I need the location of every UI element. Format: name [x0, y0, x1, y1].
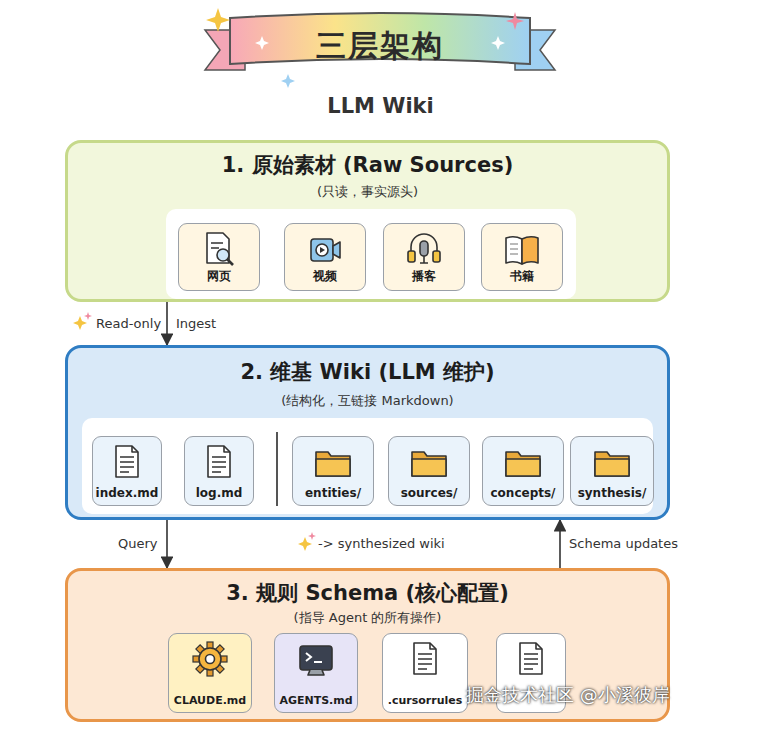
card-label: synthesis/ [571, 486, 653, 500]
card-label: entities/ [293, 486, 373, 500]
card-label: 网页 [179, 268, 259, 285]
doc-icon [107, 442, 147, 482]
folder-icon [313, 442, 353, 482]
layer-arrow [166, 302, 168, 345]
item-card: log.md [184, 436, 254, 506]
layer-band: 1. 原始素材 (Raw Sources) (只读，事实源头) 网页 视频 播客 书籍 [65, 140, 670, 302]
edge-label: Schema updates [569, 536, 678, 551]
video-icon [305, 229, 345, 269]
folder-icon [503, 442, 543, 482]
divider-line [276, 432, 278, 506]
item-card: 书籍 [481, 223, 563, 291]
doc-icon [405, 639, 445, 679]
item-card: .cursorrules [382, 633, 468, 713]
item-card: CLAUDE.md [168, 633, 252, 713]
item-card: sources/ [388, 436, 470, 506]
card-label: concepts/ [483, 486, 563, 500]
card-label: sources/ [389, 486, 469, 500]
folder-icon [592, 442, 632, 482]
doc-icon [199, 442, 239, 482]
card-label: index.md [93, 486, 161, 500]
edge-label: Ingest [176, 316, 216, 331]
subtitle-text: LLM Wiki [0, 94, 761, 118]
layer-band: 2. 维基 Wiki (LLM 维护) (结构化，互链接 Markdown) ind… [65, 345, 670, 520]
item-card: index.md [92, 436, 162, 506]
note-text: -> synthesized wiki [318, 536, 445, 551]
layer-arrow [166, 520, 168, 568]
gear-icon [190, 639, 230, 679]
item-card: 视频 [284, 223, 366, 291]
title-ribbon [205, 13, 555, 70]
card-label: 播客 [384, 268, 464, 285]
card-label: CLAUDE.md [169, 694, 251, 707]
band-subtitle: (指导 Agent 的所有操作) [68, 609, 667, 627]
band-title: 2. 维基 Wiki (LLM 维护) [68, 358, 667, 386]
edge-label: Query [118, 536, 158, 551]
book-icon [502, 229, 542, 269]
item-card: entities/ [292, 436, 374, 506]
band-title: 3. 规则 Schema (核心配置) [68, 579, 667, 607]
layer-arrow [559, 520, 561, 568]
card-label: 视频 [285, 268, 365, 285]
item-card: synthesis/ [570, 436, 654, 506]
item-card: 网页 [178, 223, 260, 291]
item-card: AGENTS.md [274, 633, 358, 713]
card-label: 书籍 [482, 268, 562, 285]
item-card: 播客 [383, 223, 465, 291]
item-card: concepts/ [482, 436, 564, 506]
web-icon [199, 229, 239, 269]
band-subtitle: (只读，事实源头) [68, 183, 667, 201]
terminal-icon [296, 639, 336, 679]
band-subtitle: (结构化，互链接 Markdown) [68, 392, 667, 410]
note-text: Read-only [96, 316, 161, 331]
card-label: AGENTS.md [275, 694, 357, 707]
card-label: log.md [185, 486, 253, 500]
folder-icon [409, 442, 449, 482]
card-label: .cursorrules [383, 694, 467, 707]
doc-icon [511, 639, 551, 679]
watermark: 掘金技术社区 @小溪彼岸 [466, 683, 670, 707]
band-title: 1. 原始素材 (Raw Sources) [68, 151, 667, 179]
title-text: 三层架构 [215, 26, 545, 67]
podcast-icon [404, 229, 444, 269]
